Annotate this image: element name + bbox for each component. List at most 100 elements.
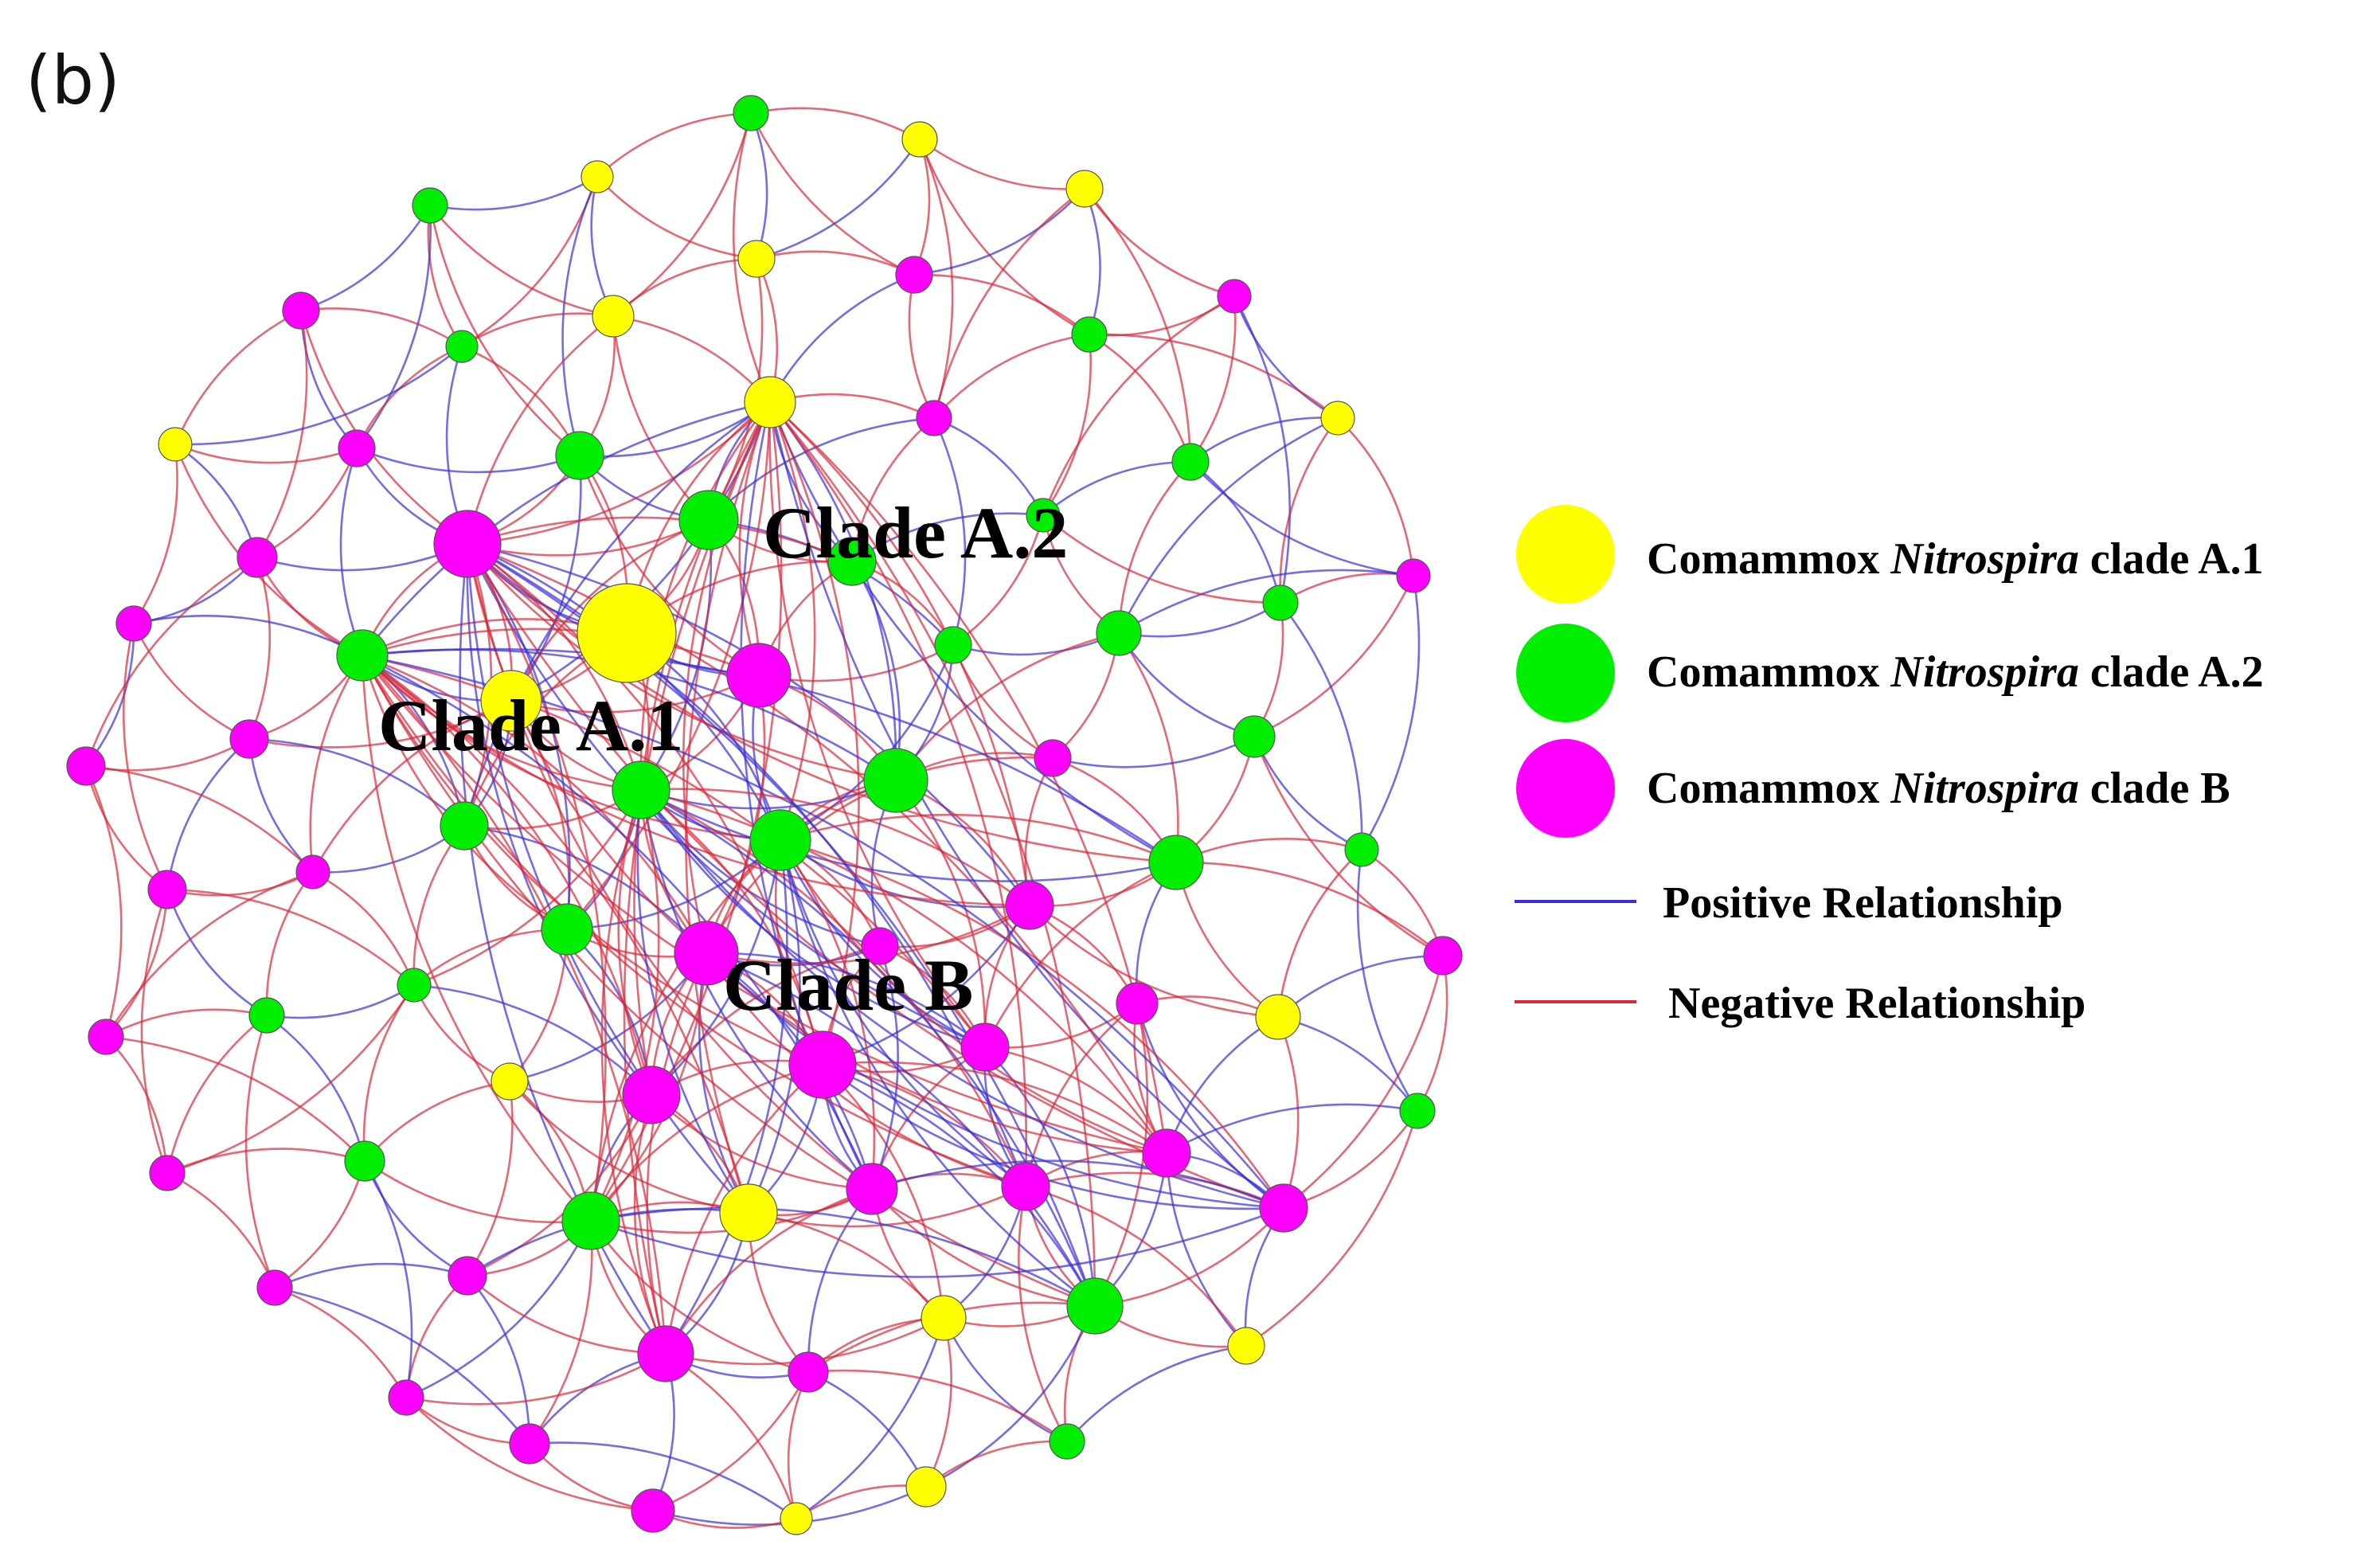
negative-edge (919, 138, 1085, 190)
negative-edge (362, 655, 1030, 907)
node-clade-b (895, 256, 933, 294)
negative-edge (122, 623, 169, 890)
positive-edge (166, 889, 268, 1017)
negative-edge (312, 870, 416, 986)
node-clade-a2 (1066, 1277, 1124, 1335)
node-clade-a2 (1399, 1093, 1436, 1129)
node-clade-b (1423, 936, 1463, 976)
node-clade-b (115, 605, 152, 642)
negative-edge (612, 112, 752, 318)
node-clade-a2 (1071, 316, 1108, 353)
negative-edge (1089, 333, 1192, 463)
negative-edge (664, 1064, 823, 1355)
negative-edge (1276, 1016, 1300, 1209)
node-clade-b (788, 1351, 829, 1393)
negative-edge (1283, 1110, 1419, 1210)
negative-edge (732, 112, 772, 403)
positive-edge (779, 839, 1026, 1188)
positive-edge (1118, 569, 1414, 635)
node-clade-b (788, 1030, 857, 1099)
positive-edge (248, 737, 465, 827)
node-clade-b (338, 429, 376, 467)
negative-edge (466, 1081, 514, 1277)
negative-edge (104, 870, 314, 1038)
negative-edge (461, 176, 599, 348)
positive-edge (1190, 416, 1339, 463)
node-clade-a2 (445, 330, 479, 363)
node-clade-b (448, 1256, 487, 1296)
node-clade-b (295, 854, 330, 890)
negative-edge (1175, 838, 1362, 864)
negative-edge (596, 176, 757, 260)
negative-edge (1042, 514, 1281, 604)
negative-edge (405, 1397, 654, 1512)
negative-edge (174, 309, 302, 445)
node-clade-a2 (412, 187, 448, 224)
node-clade-a1 (491, 1062, 529, 1101)
negative-edge (1024, 1002, 1138, 1187)
node-clade-b (66, 746, 106, 786)
node-clade-b (846, 1163, 898, 1215)
negative-edge (428, 205, 614, 318)
negative-edge (105, 1035, 366, 1162)
negative-edge (768, 401, 1028, 1187)
negative-edge (1175, 861, 1444, 957)
negative-edge (768, 401, 1096, 1307)
node-clade-a2 (1344, 832, 1379, 867)
negative-edge (248, 699, 512, 749)
positive-edge (529, 1441, 797, 1520)
positive-edge (756, 139, 921, 260)
negative-edge (412, 984, 510, 1083)
negative-edge (528, 1220, 593, 1445)
cluster-label-clade-b: Clade B (723, 944, 973, 1026)
positive-edge (590, 1206, 1284, 1278)
negative-edge (780, 813, 1177, 864)
negative-edge (84, 556, 258, 767)
positive-edge (1356, 849, 1419, 1112)
positive-edge (1166, 1103, 1418, 1155)
positive-edge (639, 789, 986, 1049)
positive-edge (640, 788, 1177, 882)
negative-edge (1245, 1110, 1419, 1347)
positive-edge (706, 952, 986, 1049)
negative-edge (639, 401, 772, 791)
node-clade-a2 (1049, 1423, 1085, 1460)
negative-edge (132, 623, 250, 741)
negative-edge (299, 310, 468, 545)
positive-edge (1190, 461, 1414, 577)
node-clade-a2 (827, 537, 877, 586)
positive-edge (363, 1160, 413, 1398)
node-clade-b (256, 1269, 293, 1306)
negative-edge (309, 655, 364, 873)
negative-edge (932, 187, 1085, 419)
node-clade-b (674, 921, 739, 986)
negative-edge (467, 401, 771, 545)
positive-edge (248, 738, 314, 873)
negative-edge (362, 655, 667, 1355)
positive-edge (363, 1160, 468, 1277)
negative-edge (749, 112, 915, 276)
positive-edge (1233, 295, 1339, 420)
negative-edge (105, 1008, 268, 1038)
positive-edge (768, 273, 915, 403)
negative-edge (1175, 862, 1279, 1019)
legend-label-positive: Positive Relationship (1663, 878, 2062, 928)
negative-edge (265, 871, 315, 1016)
negative-edge (166, 1148, 366, 1175)
negative-edge (822, 1061, 1167, 1155)
positive-edge (274, 1262, 468, 1289)
positive-edge (590, 1206, 1096, 1308)
legend-swatch-clade-a1 (1516, 505, 1615, 604)
negative-edge (1253, 575, 1415, 738)
positive-edge (1165, 1015, 1279, 1154)
negative-edge (589, 839, 781, 1222)
node-clade-b (1034, 739, 1072, 777)
negative-edge (166, 888, 415, 986)
positive-edge (1360, 575, 1421, 850)
negative-edge (1361, 848, 1444, 956)
negative-edge (427, 205, 463, 347)
negative-edge (1253, 736, 1444, 957)
negative-edge (405, 1275, 468, 1398)
negative-edge (918, 139, 1090, 336)
